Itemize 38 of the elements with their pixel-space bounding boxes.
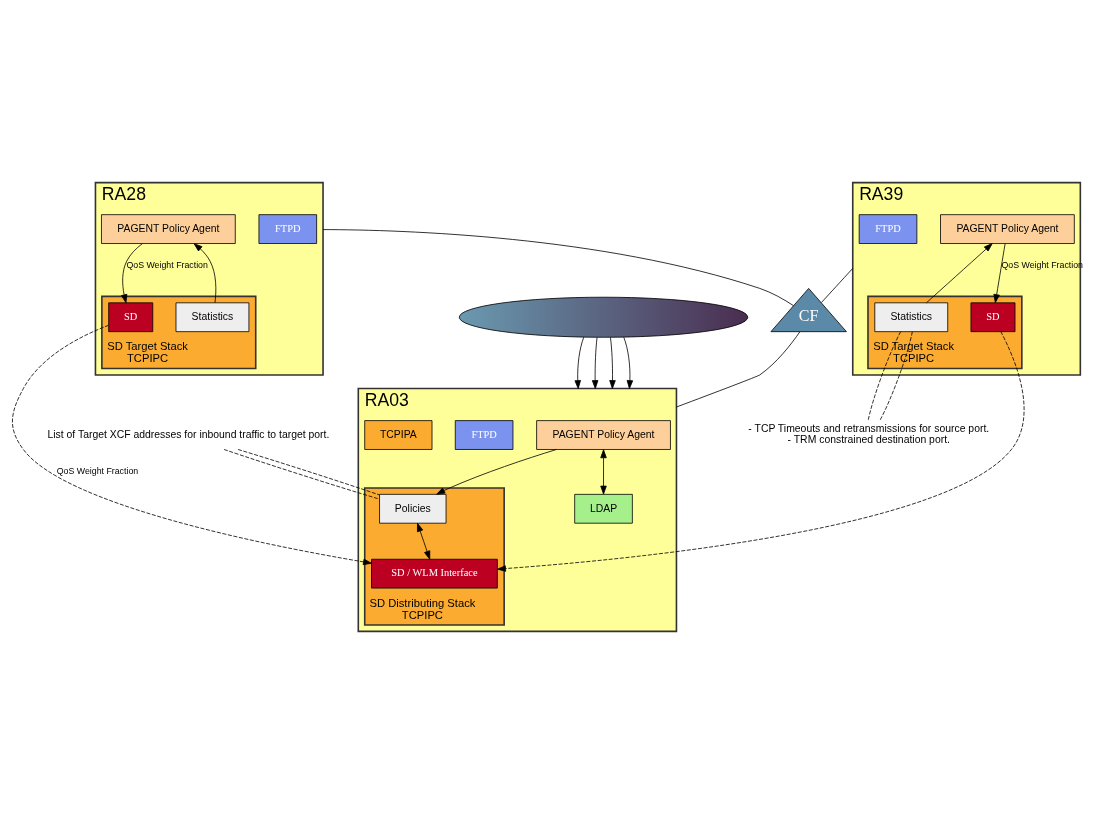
node-box: PAGENT Policy Agent (536, 420, 671, 450)
connector (821, 267, 854, 303)
node-text: - TCP Timeouts and retransmissions for source port. - TRM constrained destination port. (748, 423, 990, 446)
connector (879, 331, 913, 421)
edge-label: QoS Weight Fraction (56, 466, 139, 477)
node-text: List of Target XCF addresses for inbound traffic to target port. (47, 428, 330, 440)
connector (867, 331, 901, 421)
node-box: PAGENT Policy Agent (940, 214, 1075, 244)
node-box: SD (970, 302, 1016, 333)
arrow (497, 331, 1025, 572)
arrow (609, 337, 616, 389)
arrow (623, 336, 634, 389)
node-box: FTPD (858, 214, 918, 244)
arrow (993, 243, 1006, 303)
node-box: Policies (379, 493, 447, 524)
connector (223, 449, 380, 500)
node-box: FTPD (258, 214, 318, 244)
node-box: Statistics (175, 302, 250, 333)
arrow (591, 337, 599, 389)
node-ellipse (458, 296, 749, 338)
arrow (600, 449, 607, 495)
connector (676, 331, 801, 408)
arrow (193, 243, 217, 304)
node-box: PAGENT Policy Agent (101, 214, 236, 244)
node-box: FTPD (454, 420, 514, 450)
arrow (926, 243, 993, 304)
node-box: LDAP (574, 493, 633, 524)
node-box: SD (108, 302, 154, 333)
node-box: TCPIPA (364, 420, 433, 450)
arrow (121, 243, 143, 304)
arrow (417, 522, 431, 560)
connector (322, 229, 794, 307)
arrow (436, 449, 557, 495)
node-box: SD / WLM Interface (371, 558, 498, 589)
connector (237, 449, 380, 496)
node-box: Statistics (874, 302, 949, 333)
arrow (574, 336, 585, 389)
edge-label: QoS Weight Fraction (126, 260, 208, 271)
